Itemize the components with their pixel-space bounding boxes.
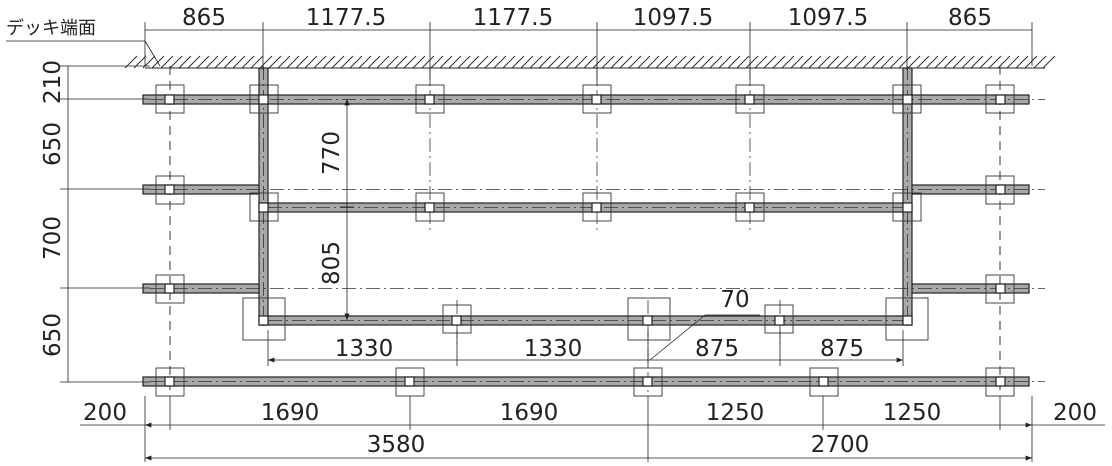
deck-end-label-group: デッキ端面: [6, 18, 161, 67]
dim-top-4: 1097.5: [633, 5, 713, 31]
grid-lines: [169, 66, 1001, 395]
dim-top-2: 1177.5: [306, 5, 386, 31]
dim-left-2: 650: [40, 122, 66, 166]
bottom-dimensions: 200 1690 1690 1250 1250 200: [80, 396, 1105, 462]
dim-bottom-4: 1250: [706, 400, 765, 426]
dim-mid-2: 1330: [524, 336, 583, 362]
dim-bottom-3: 1690: [500, 400, 559, 426]
dim-left-3: 700: [40, 216, 66, 260]
dim-bottom-5: 1250: [883, 400, 942, 426]
deck-end-hatch: [124, 55, 1056, 69]
total-dimensions: 3580 2700: [145, 432, 1032, 461]
dim-top-5: 1097.5: [788, 5, 868, 31]
dim-mid-1: 1330: [335, 336, 394, 362]
left-dimensions: 210 650 700 650: [40, 60, 150, 383]
dim-left-4: 650: [40, 313, 66, 357]
dim-bottom-1: 200: [83, 400, 127, 426]
mid-dimensions: 1330 1330 875 875 70: [267, 287, 904, 366]
dim-top-6: 865: [948, 5, 992, 31]
dim-inner-805: 805: [319, 241, 345, 285]
dim-total-2: 2700: [811, 432, 870, 458]
dim-mid-3: 875: [695, 336, 739, 362]
footings: [155, 84, 1015, 397]
dim-top-1: 865: [182, 5, 226, 31]
inner-vertical-dimensions: 770 805: [319, 99, 354, 320]
dim-bottom-2: 1690: [261, 400, 320, 426]
beam-centerlines: [150, 66, 1045, 382]
dim-total-1: 3580: [367, 432, 426, 458]
dim-left-1: 210: [40, 60, 66, 104]
top-dimensions: 865 1177.5 1177.5 1097.5 1097.5 865: [144, 5, 1033, 86]
dim-top-3: 1177.5: [473, 5, 553, 31]
beams: [142, 67, 1030, 387]
dim-mid-4: 875: [820, 336, 864, 362]
dim-bottom-6: 200: [1053, 400, 1097, 426]
deck-end-label: デッキ端面: [6, 18, 96, 39]
dim-leader-70: 70: [720, 287, 749, 313]
dim-inner-770: 770: [319, 131, 345, 175]
